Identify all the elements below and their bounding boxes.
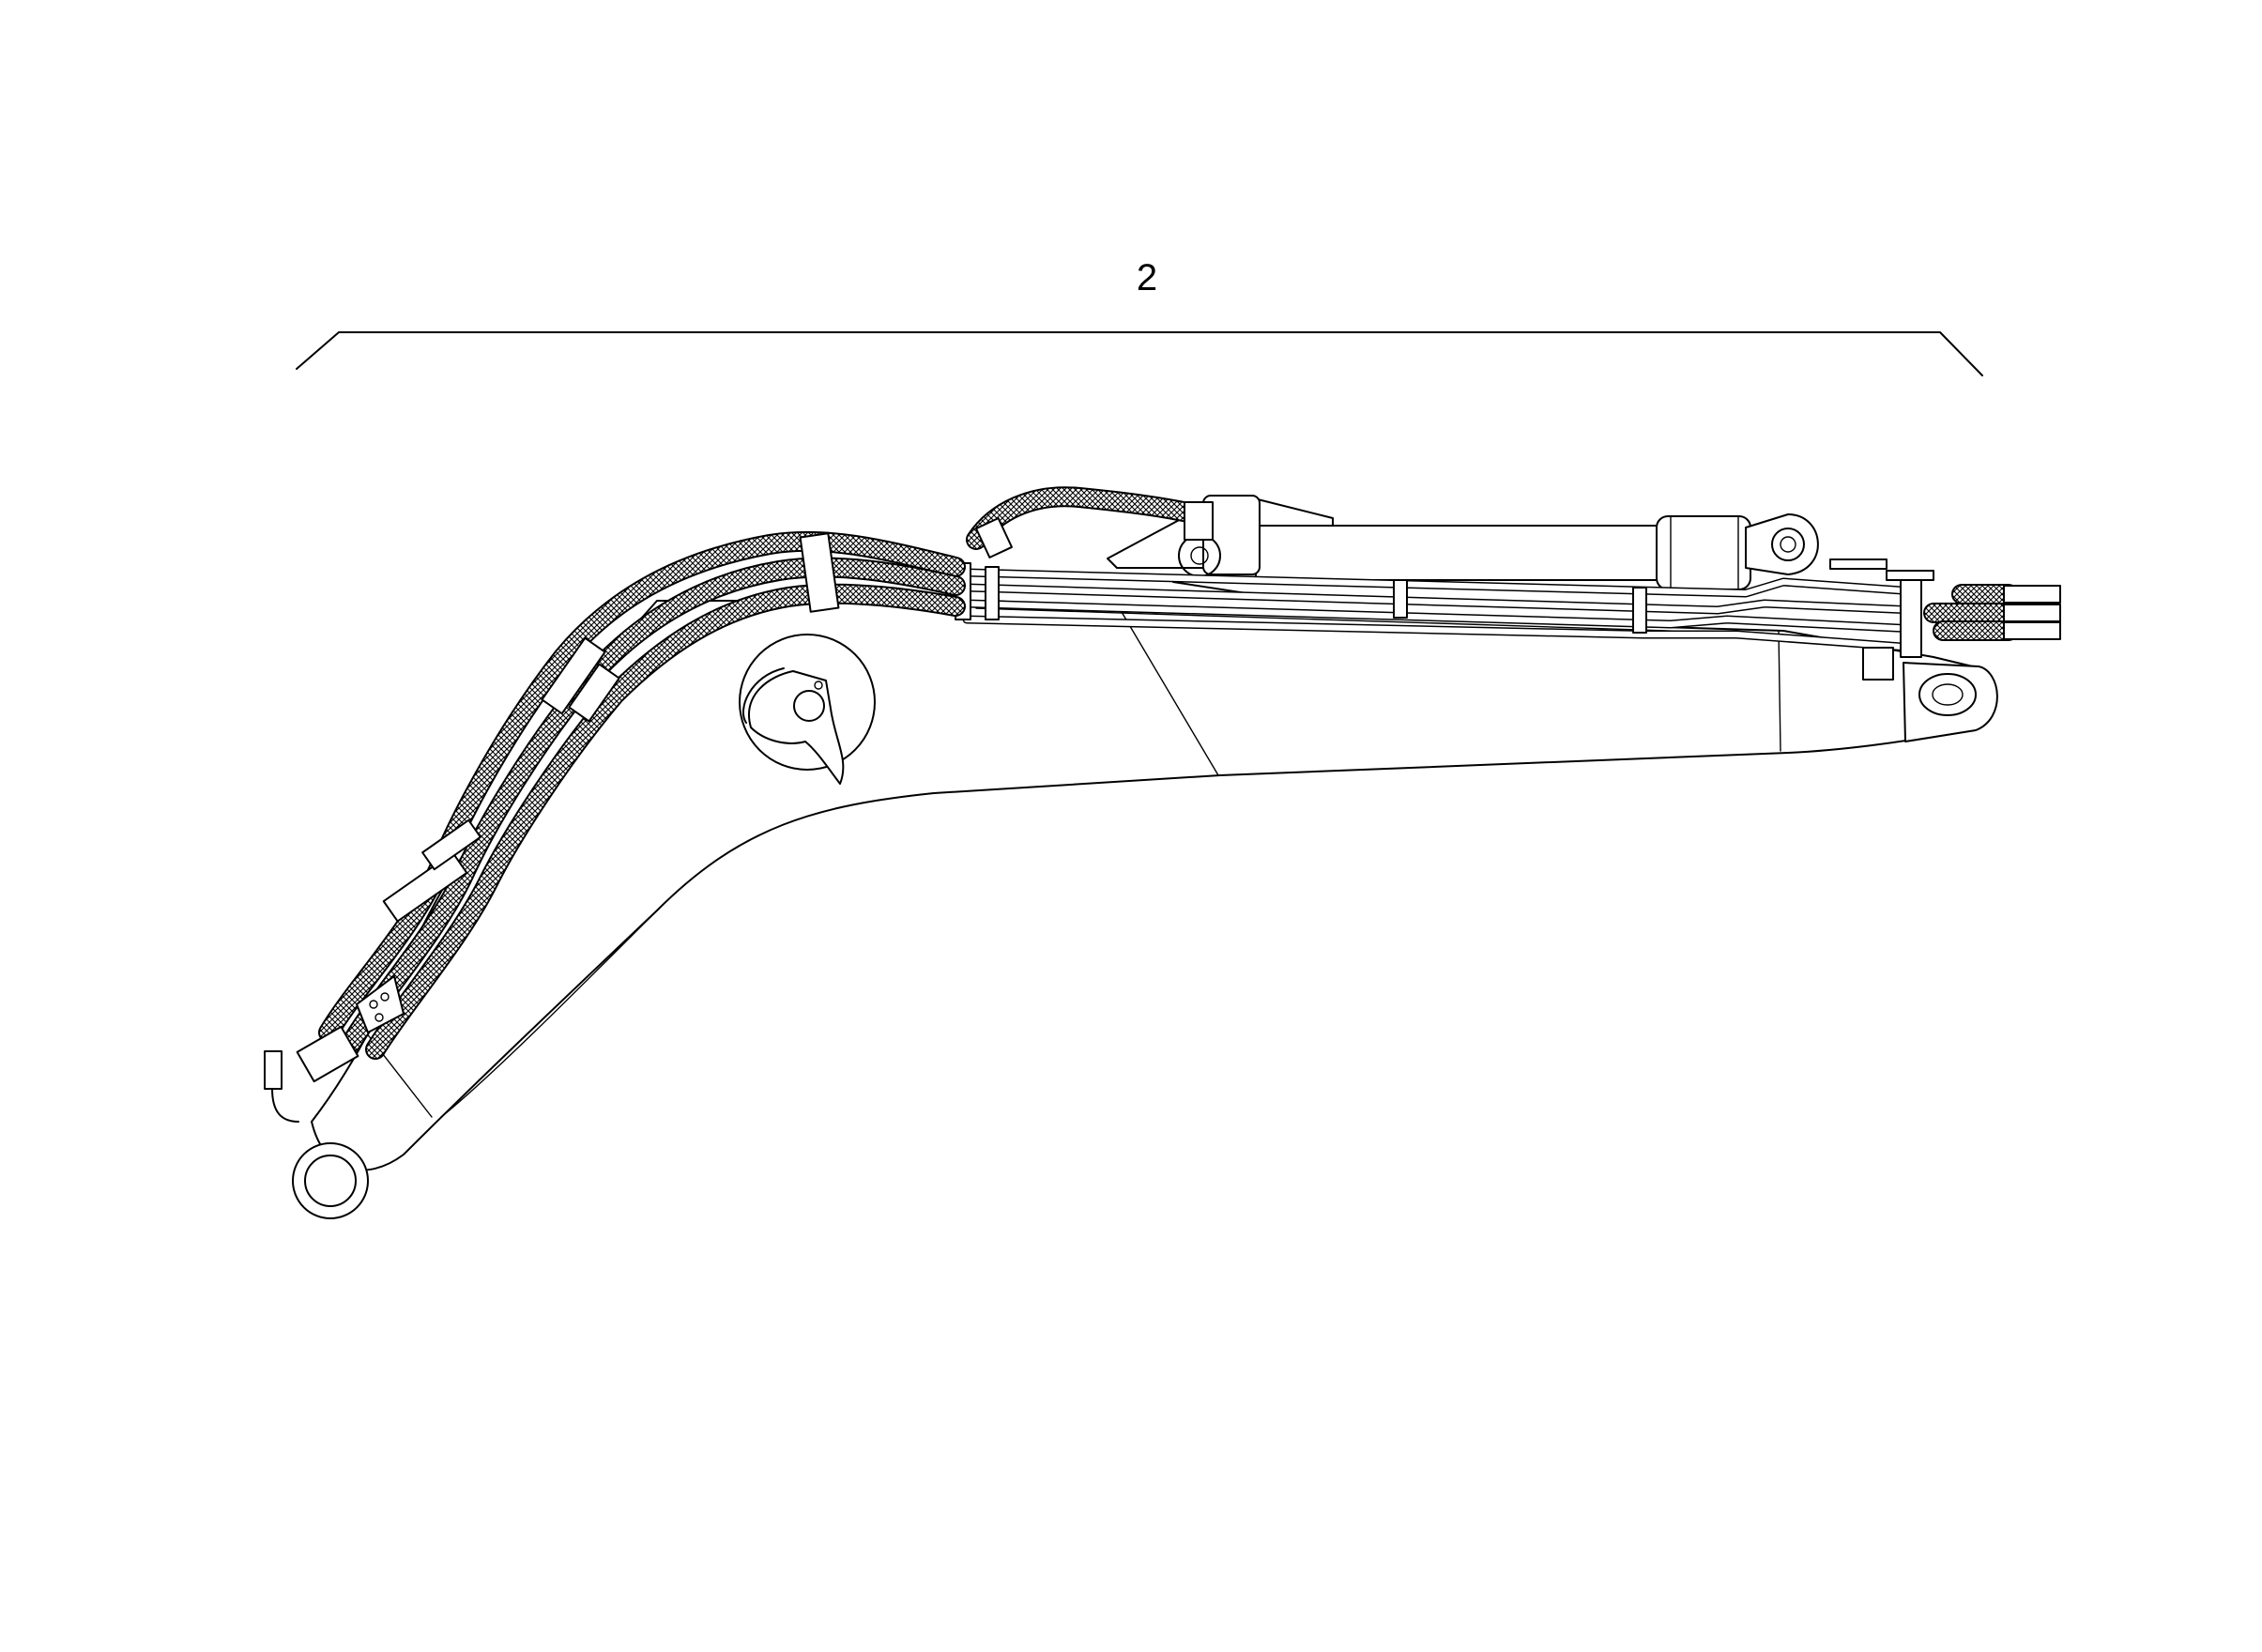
callout-label: 2	[1137, 257, 1157, 298]
boom-cylinder	[1107, 495, 1819, 602]
cylinder-bracket	[739, 634, 876, 785]
steel-tubes	[962, 568, 1919, 652]
foot-gusset	[356, 975, 405, 1033]
nose-pin-boss	[1903, 662, 1998, 742]
hose-clamp	[382, 532, 840, 923]
hose-fitting	[264, 501, 2061, 1123]
callout-bracket	[296, 331, 1983, 376]
foot-pin-boss	[292, 1142, 369, 1219]
